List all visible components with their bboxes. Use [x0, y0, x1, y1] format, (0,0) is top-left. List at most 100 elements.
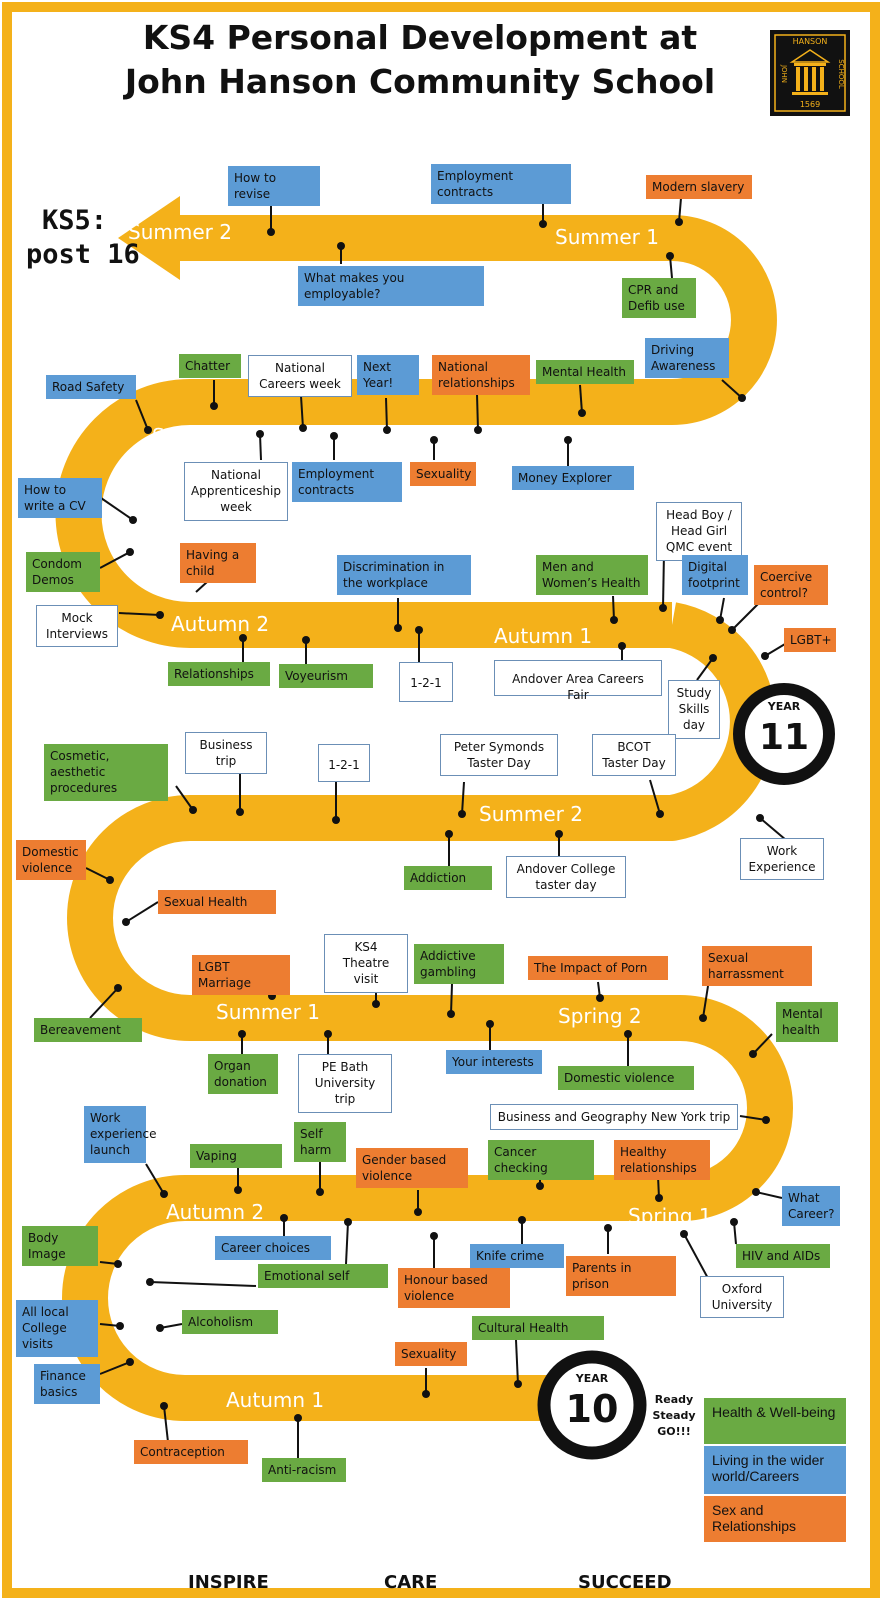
- footer-inspire: INSPIRE: [188, 1572, 269, 1593]
- label-addiction: Addiction: [404, 866, 492, 891]
- label-study-skills: Study Skills day: [668, 680, 720, 739]
- label-bcot: BCOT Taster Day: [592, 734, 676, 777]
- label-work-experience-launch: Work experience launch: [84, 1106, 157, 1163]
- logo-text-right: SCHOOL: [837, 59, 845, 89]
- legend-relationships: Sex and Relationships: [704, 1496, 846, 1542]
- label-how-to-revise: How to revise: [228, 166, 320, 207]
- term-y10-spring-1: Spring 1: [628, 1204, 712, 1228]
- label-hiv-aids: HIV and AIDs: [736, 1244, 830, 1269]
- term-y10-summer-1: Summer 1: [216, 1000, 320, 1024]
- label-cpr: CPR and Defib use: [622, 278, 696, 319]
- label-national-careers-week: National Careers week: [248, 355, 352, 398]
- title-line-2: John Hanson Community School: [124, 62, 716, 101]
- logo-text-left: JOHN: [780, 64, 788, 83]
- footer-care: CARE: [384, 1572, 438, 1593]
- label-body-image: Body Image: [22, 1226, 98, 1267]
- label-employment-contracts-top: Employment contracts: [431, 164, 571, 205]
- label-head-boy: Head Boy / Head Girl QMC event: [656, 502, 742, 561]
- title-line-1: KS4 Personal Development at: [142, 18, 698, 57]
- term-y11-spring-1: Spring 1: [152, 424, 236, 448]
- year-11-badge: YEAR 11: [733, 683, 835, 785]
- legend-careers: Living in the wider world/Careers: [704, 1446, 846, 1494]
- label-contraception: Contraception: [134, 1440, 248, 1465]
- label-condom-demos: Condom Demos: [26, 552, 100, 593]
- label-anti-racism: Anti-racism: [262, 1458, 346, 1483]
- label-parents-in-prison: Parents in prison: [566, 1256, 676, 1297]
- term-y10-summer-2: Summer 2: [479, 802, 583, 826]
- label-pe-bath: PE Bath University trip: [298, 1054, 392, 1113]
- post16-label: post 16: [26, 239, 140, 270]
- label-voyeurism: Voyeurism: [279, 664, 373, 689]
- label-employment-contracts: Employment contracts: [292, 462, 402, 503]
- label-oxford-university: Oxford University: [700, 1276, 784, 1319]
- label-chatter: Chatter: [179, 354, 241, 379]
- term-y11-autumn-1: Autumn 1: [494, 624, 593, 648]
- label-all-local-college: All local College visits: [16, 1300, 98, 1357]
- year-10-badge: YEAR 10: [537, 1350, 647, 1460]
- label-one-to-one-a: 1-2-1: [399, 662, 453, 702]
- year-10-number: 10: [566, 1387, 619, 1431]
- label-knife-crime: Knife crime: [470, 1244, 564, 1269]
- legend-health: Health & Well-being: [704, 1398, 846, 1444]
- label-vaping: Vaping: [190, 1144, 282, 1169]
- label-lgbt-plus: LGBT+: [784, 628, 836, 653]
- label-cosmetic: Cosmetic, aesthetic procedures: [44, 744, 168, 801]
- label-national-apprenticeship: National Apprenticeship week: [184, 462, 288, 521]
- label-bereavement: Bereavement: [34, 1018, 142, 1043]
- label-your-interests: Your interests: [446, 1050, 542, 1075]
- label-money-explorer: Money Explorer: [512, 466, 634, 491]
- logo-year: 1569: [800, 100, 820, 109]
- term-y10-spring-2: Spring 2: [558, 1004, 642, 1028]
- label-sexuality-y10: Sexuality: [395, 1342, 467, 1367]
- label-cancer-checking: Cancer checking: [488, 1140, 594, 1181]
- footer-succeed: SUCCEED: [578, 1572, 672, 1593]
- ready-steady-go: Ready Steady GO!!!: [652, 1393, 696, 1438]
- label-coercive-control: Coercive control?: [754, 565, 828, 606]
- label-how-to-write-cv: How to write a CV: [18, 478, 102, 519]
- label-one-to-one-b: 1-2-1: [318, 744, 370, 782]
- road-arrow-head: [118, 196, 180, 280]
- label-addictive-gambling: Addictive gambling: [414, 944, 504, 985]
- label-healthy-relationships: Healthy relationships: [614, 1140, 710, 1181]
- label-road-safety: Road Safety: [46, 375, 136, 400]
- label-alcoholism: Alcoholism: [182, 1310, 278, 1335]
- label-sexual-harassment: Sexual harrassment: [702, 946, 812, 987]
- label-mental-health-y10: Mental health: [776, 1002, 838, 1043]
- term-y11-spring-2: Spring 2: [598, 428, 682, 452]
- label-sexual-health: Sexual Health: [158, 890, 276, 915]
- label-andover-careers-fair: Andover Area Careers Fair: [494, 660, 662, 702]
- label-honour-based-violence: Honour based violence: [398, 1268, 510, 1309]
- label-men-womens-health: Men and Women’s Health: [536, 555, 648, 596]
- label-mental-health-top: Mental Health: [536, 360, 634, 385]
- label-cultural-health: Cultural Health: [472, 1316, 604, 1341]
- label-andover-college: Andover College taster day: [506, 856, 626, 899]
- label-digital-footprint: Digital footprint: [682, 555, 748, 596]
- term-y11-autumn-2: Autumn 2: [171, 612, 270, 636]
- label-mock-interviews: Mock Interviews: [36, 605, 118, 648]
- label-lgbt-marriage: LGBT Marriage: [192, 955, 290, 996]
- year-11-small: YEAR: [767, 700, 801, 713]
- label-next-year: Next Year!: [357, 355, 419, 396]
- label-impact-of-porn: The Impact of Porn: [528, 956, 668, 981]
- term-y10-autumn-2: Autumn 2: [166, 1200, 265, 1224]
- label-self-harm: Self harm: [294, 1122, 346, 1163]
- term-y10-autumn-1: Autumn 1: [226, 1388, 325, 1412]
- label-relationships: Relationships: [168, 662, 270, 687]
- logo-text-top: HANSON: [793, 37, 828, 46]
- term-y11-summer-1: Summer 1: [555, 225, 659, 249]
- label-peter-symonds: Peter Symonds Taster Day: [440, 734, 558, 777]
- label-modern-slavery: Modern slavery: [646, 175, 752, 200]
- school-logo: HANSON JOHN SCHOOL 1569: [770, 30, 850, 116]
- label-having-a-child: Having a child: [180, 543, 256, 584]
- label-work-experience: Work Experience: [740, 838, 824, 881]
- label-driving-awareness: Driving Awareness: [645, 338, 729, 379]
- label-gender-based-violence: Gender based violence: [356, 1148, 468, 1189]
- year-10-small: YEAR: [575, 1372, 609, 1385]
- label-national-relationships: National relationships: [432, 355, 530, 396]
- label-organ-donation: Organ donation: [208, 1054, 278, 1095]
- term-y11-summer-2: Summer 2: [128, 220, 232, 244]
- year-11-number: 11: [759, 717, 809, 758]
- label-business-geography: Business and Geography New York trip: [490, 1104, 738, 1131]
